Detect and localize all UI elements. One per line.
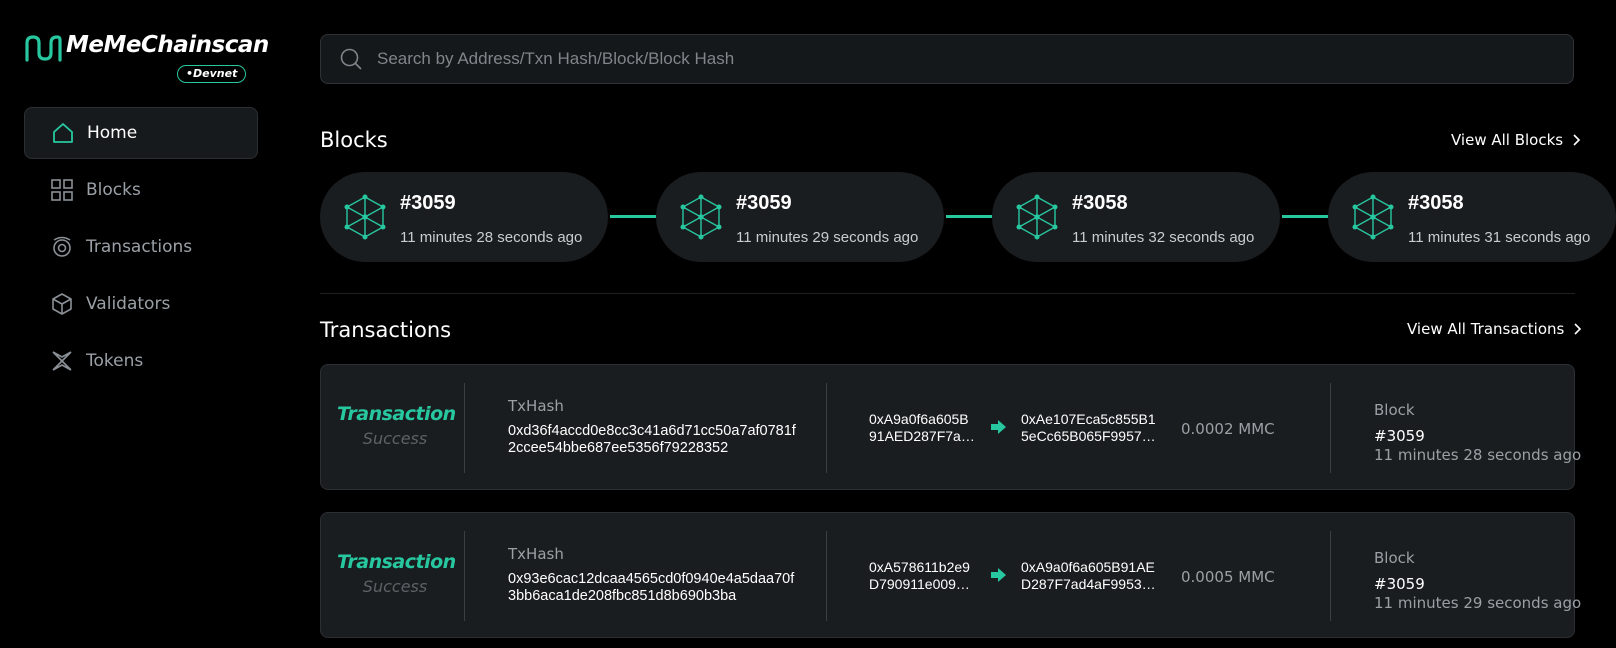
block-number: #3058 xyxy=(1072,192,1128,214)
block-time: 11 minutes 28 seconds ago xyxy=(400,229,583,246)
block-cube-icon xyxy=(1016,194,1058,240)
arrow-right-icon xyxy=(991,420,1006,434)
logo[interactable]: MeMeChainscan •Devnet xyxy=(24,30,269,86)
block-card[interactable]: #3059 11 minutes 29 seconds ago xyxy=(656,172,944,262)
block-time: 11 minutes 29 seconds ago xyxy=(736,229,919,246)
column-divider xyxy=(464,383,465,473)
column-divider xyxy=(1330,531,1331,621)
view-all-blocks-label: View All Blocks xyxy=(1451,131,1564,149)
from-address-link[interactable]: 0xA9a0f6a605B 91AED287F7a… xyxy=(869,411,981,445)
to-address-line: 0xA9a0f6a605B91AE xyxy=(1021,559,1155,575)
blocks-title: Blocks xyxy=(320,128,388,152)
column-divider xyxy=(826,383,827,473)
view-all-transactions-link[interactable]: View All Transactions xyxy=(1407,320,1582,338)
block-number-link[interactable]: #3059 xyxy=(1374,575,1425,593)
block-label: Block xyxy=(1374,549,1415,567)
sidebar-item-validators[interactable]: Validators xyxy=(24,278,258,330)
block-time: 11 minutes 31 seconds ago xyxy=(1408,229,1591,246)
to-address-line: D287F7ad4aF9953… xyxy=(1021,576,1156,592)
section-divider xyxy=(320,293,1575,294)
sidebar-item-transactions[interactable]: Transactions xyxy=(24,221,258,273)
transaction-status-text: Success xyxy=(362,429,428,448)
sidebar-item-tokens[interactable]: Tokens xyxy=(24,335,258,387)
transaction-row[interactable]: Transaction Success TxHash 0x93e6cac12dc… xyxy=(320,512,1581,638)
sidebar-item-label: Validators xyxy=(86,294,171,314)
block-label: Block xyxy=(1374,401,1415,419)
transactions-icon xyxy=(50,235,74,259)
block-number: #3059 xyxy=(400,192,456,214)
logo-icon xyxy=(25,35,62,62)
search-input[interactable] xyxy=(377,49,1573,69)
block-card[interactable]: #3058 11 minutes 31 seconds ago xyxy=(1328,172,1616,262)
sidebar-item-label: Tokens xyxy=(86,351,144,371)
from-address-link[interactable]: 0xA578611b2e9 D790911e009… xyxy=(869,559,981,593)
block-number-link[interactable]: #3059 xyxy=(1374,427,1425,445)
transaction-status-title: Transaction xyxy=(337,551,456,573)
tx-hash-label: TxHash xyxy=(508,545,564,563)
transactions-title: Transactions xyxy=(320,318,452,342)
chevron-right-icon xyxy=(1573,134,1581,146)
transaction-row[interactable]: Transaction Success TxHash 0xd36f4accd0e… xyxy=(320,364,1581,490)
sidebar-item-blocks[interactable]: Blocks xyxy=(24,164,258,216)
block-card[interactable]: #3059 11 minutes 28 seconds ago xyxy=(320,172,608,262)
blocks-icon xyxy=(50,178,74,202)
tx-time: 11 minutes 29 seconds ago xyxy=(1374,594,1582,612)
transaction-status: Transaction Success xyxy=(337,551,456,596)
to-address-link[interactable]: 0xA9a0f6a605B91AE D287F7ad4aF9953… xyxy=(1021,559,1163,593)
block-connector xyxy=(1282,215,1328,218)
to-address-link[interactable]: 0xAe107Eca5c855B1 5eCc65B065F9957… xyxy=(1021,411,1163,445)
from-address-line: D790911e009… xyxy=(869,576,970,592)
sidebar-nav: Home Blocks Transactions Validators Toke… xyxy=(24,107,258,392)
sidebar-item-label: Home xyxy=(87,123,138,143)
sidebar-item-label: Transactions xyxy=(86,237,193,257)
search-icon xyxy=(340,48,362,70)
blocks-strip: #3059 11 minutes 28 seconds ago #3059 11… xyxy=(320,172,1616,262)
from-address-line: 0xA578611b2e9 xyxy=(869,559,970,575)
view-all-transactions-label: View All Transactions xyxy=(1407,320,1565,338)
home-icon xyxy=(51,121,75,145)
block-cube-icon xyxy=(680,194,722,240)
block-connector xyxy=(610,215,656,218)
block-time: 11 minutes 32 seconds ago xyxy=(1072,229,1255,246)
from-address-line: 91AED287F7a… xyxy=(869,428,975,444)
search-bar[interactable] xyxy=(320,34,1574,84)
tokens-icon xyxy=(50,349,74,373)
block-number: #3058 xyxy=(1408,192,1464,214)
view-all-blocks-link[interactable]: View All Blocks xyxy=(1451,131,1581,149)
block-card[interactable]: #3058 11 minutes 32 seconds ago xyxy=(992,172,1280,262)
validators-icon xyxy=(50,292,74,316)
transaction-status-title: Transaction xyxy=(337,403,456,425)
from-address-line: 0xA9a0f6a605B xyxy=(869,411,969,427)
tx-time: 11 minutes 28 seconds ago xyxy=(1374,446,1582,464)
tx-hash-link[interactable]: 0xd36f4accd0e8cc3c41a6d71cc50a7af0781f2c… xyxy=(508,423,796,456)
tx-hash-label: TxHash xyxy=(508,397,564,415)
tx-hash-link[interactable]: 0x93e6cac12dcaa4565cd0f0940e4a5daa70f3bb… xyxy=(508,571,795,604)
block-number: #3059 xyxy=(736,192,792,214)
sidebar-item-label: Blocks xyxy=(86,180,141,200)
network-badge: •Devnet xyxy=(177,65,247,83)
block-cube-icon xyxy=(1352,194,1394,240)
column-divider xyxy=(464,531,465,621)
column-divider xyxy=(1330,383,1331,473)
to-address-line: 0xAe107Eca5c855B1 xyxy=(1021,411,1156,427)
sidebar-item-home[interactable]: Home xyxy=(24,107,258,159)
transaction-status: Transaction Success xyxy=(337,403,456,448)
tx-amount: 0.0002 MMC xyxy=(1181,420,1275,438)
arrow-right-icon xyxy=(991,568,1006,582)
transaction-status-text: Success xyxy=(362,577,428,596)
block-connector xyxy=(946,215,992,218)
chevron-right-icon xyxy=(1574,323,1582,335)
block-cube-icon xyxy=(344,194,386,240)
column-divider xyxy=(826,531,827,621)
tx-amount: 0.0005 MMC xyxy=(1181,568,1275,586)
to-address-line: 5eCc65B065F9957… xyxy=(1021,428,1156,444)
logo-text: MeMeChainscan xyxy=(66,32,269,58)
